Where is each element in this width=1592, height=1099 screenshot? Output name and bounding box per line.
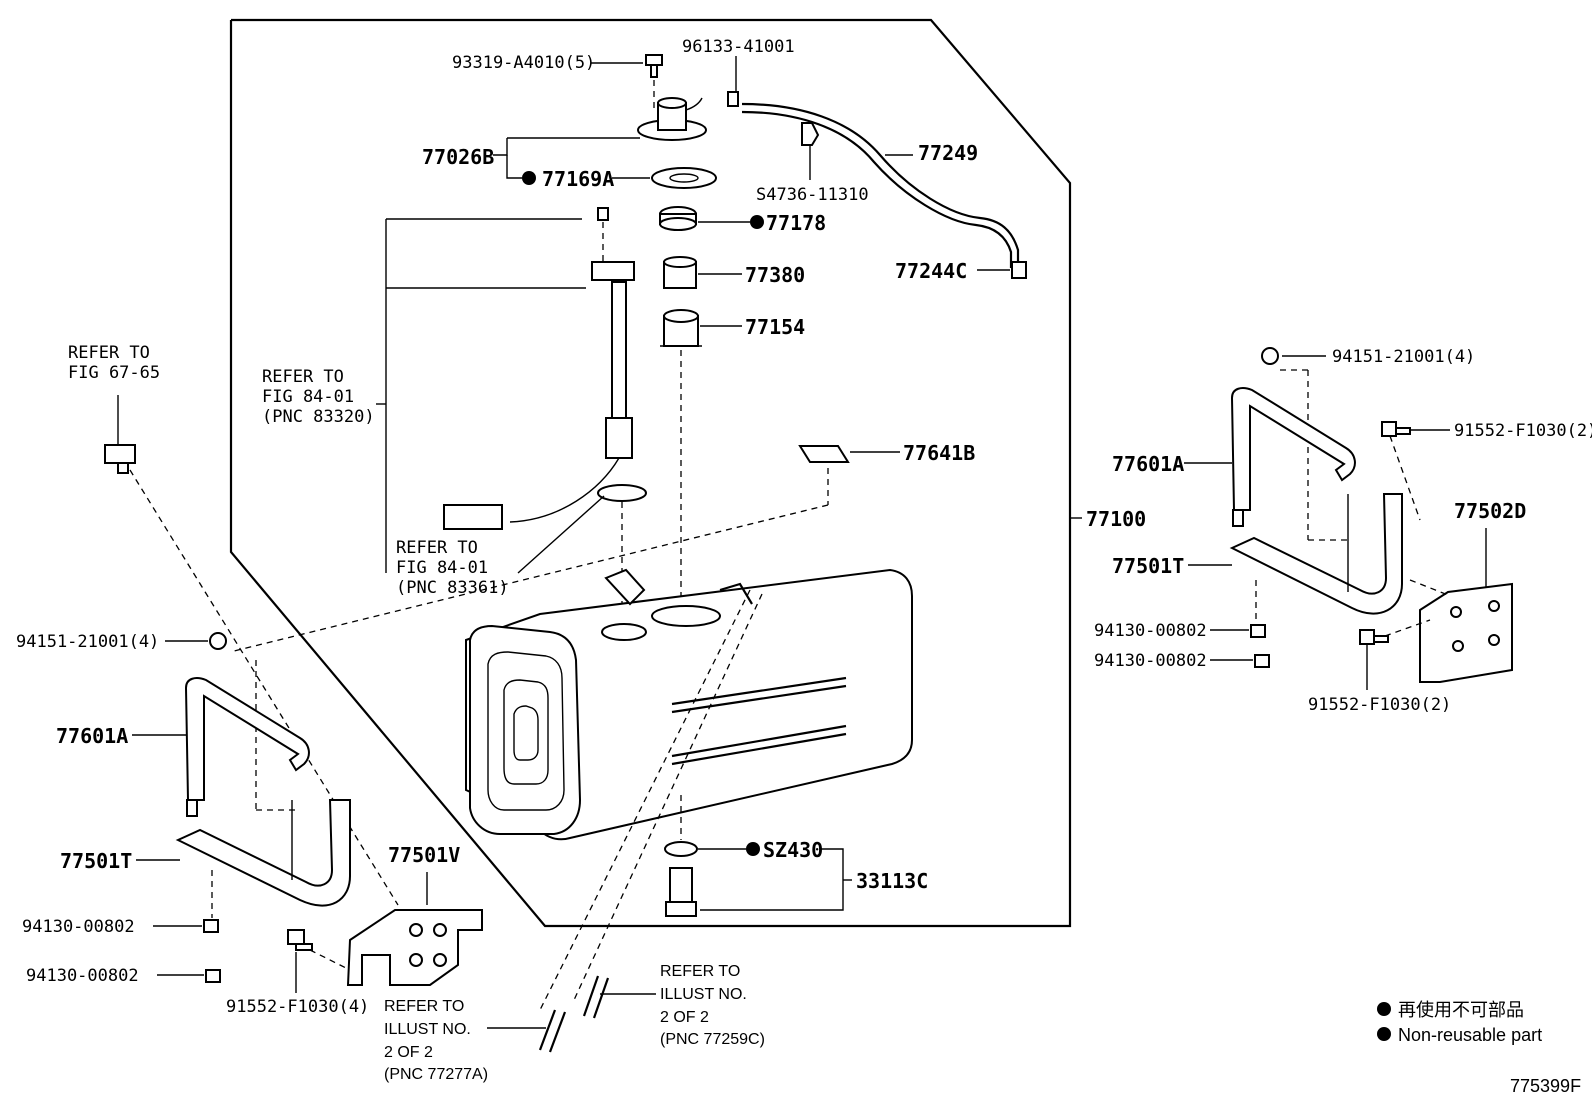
label-33113C: 33113C	[856, 869, 928, 893]
ref-fig8401-a-line1: REFER TO	[262, 367, 344, 387]
nut-94130-left-a-icon	[203, 919, 219, 933]
label-77178: 77178	[766, 211, 826, 235]
ref-fig8401-a-line2: FIG 84-01	[262, 387, 354, 407]
ref-fig6765-line1: REFER TO	[68, 343, 150, 363]
label-right-91552-bot: 91552-F1030(2)	[1308, 695, 1451, 715]
hose-hook-icon	[719, 582, 753, 605]
label-77100: 77100	[1086, 507, 1146, 531]
fuel-pump-cover-77026B-icon	[637, 97, 707, 141]
label-left-91552: 91552-F1030(4)	[226, 997, 369, 1017]
drain-plug-33113C-icon	[665, 867, 697, 917]
legend-line-1: 再使用不可部品	[1398, 1000, 1524, 1020]
label-right-91552-top: 91552-F1030(2)	[1454, 421, 1592, 441]
ref-fig8401-b: REFER TO FIG 84-01 (PNC 83361)	[396, 538, 509, 598]
ref-illust-77259C-line4: (PNC 77259C)	[660, 1031, 765, 1048]
seal-ring-77178-icon	[659, 206, 697, 231]
label-77641B: 77641B	[903, 441, 975, 465]
ref-illust-77259C-line1: REFER TO	[660, 963, 740, 980]
vent-hose-77249	[741, 102, 1020, 268]
ref-fig8401-b-line1: REFER TO	[396, 538, 478, 558]
legend-bullet-1-icon	[1377, 1002, 1391, 1016]
label-left-77501T: 77501T	[60, 849, 132, 873]
ref-illust-77259C: REFER TO ILLUST NO. 2 OF 2 (PNC 77259C)	[660, 963, 765, 1048]
label-right-94151: 94151-21001(4)	[1332, 347, 1475, 367]
fuel-pump-module-icon	[443, 207, 635, 530]
gasket-83361-icon	[597, 484, 647, 502]
label-right-94130-a: 94130-00802	[1094, 621, 1207, 641]
label-right-77501T: 77501T	[1112, 554, 1184, 578]
ref-illust-77277A-line2: ILLUST NO.	[384, 1021, 471, 1038]
figure-id: 775399F	[1510, 1076, 1581, 1096]
ref-fig8401-b-line2: FIG 84-01	[396, 558, 488, 578]
ref-fig6765-line2: FIG 67-65	[68, 363, 160, 383]
label-left-77601A: 77601A	[56, 724, 128, 748]
assembly-boundary	[229, 18, 1072, 928]
strap-77601A-left-icon	[184, 677, 310, 801]
label-96133: 96133-41001	[682, 37, 795, 57]
legend-line-2: Non-reusable part	[1398, 1025, 1542, 1045]
ref-illust-77277A-line1: REFER TO	[384, 998, 464, 1015]
sensor-icon	[104, 444, 136, 474]
label-77249: 77249	[918, 141, 978, 165]
label-77380: 77380	[745, 263, 805, 287]
ref-fig6765: REFER TO FIG 67-65	[68, 343, 160, 383]
label-77026B: 77026B	[422, 145, 494, 169]
ref-illust-77277A-line4: (PNC 77277A)	[384, 1066, 488, 1083]
ref-illust-77277A: REFER TO ILLUST NO. 2 OF 2 (PNC 77277A)	[384, 998, 488, 1083]
pad-77641B-icon	[798, 445, 850, 463]
label-right-77502D: 77502D	[1454, 499, 1526, 523]
label-77244C: 77244C	[895, 259, 967, 283]
bolt-91552-left-icon	[287, 929, 313, 951]
sender-gauge-77154-icon	[660, 309, 702, 347]
bolt-91552-right-top-icon	[1381, 421, 1411, 437]
ref-illust-77277A-line3: 2 OF 2	[384, 1044, 433, 1061]
label-93319: 93319-A4010(5)	[452, 53, 595, 73]
plate-77501V-icon	[346, 909, 483, 986]
legend-bullet-2-icon	[1377, 1027, 1391, 1041]
nut-94151-left-icon	[209, 632, 227, 650]
bracket-77501T-right-icon	[1229, 493, 1403, 615]
label-right-77601A: 77601A	[1112, 452, 1184, 476]
ref-fig8401-a-line3: (PNC 83320)	[262, 407, 375, 427]
label-77501V: 77501V	[388, 843, 460, 867]
fuel-tank-77100-icon	[465, 568, 913, 841]
clamp-S4736-icon	[801, 122, 820, 146]
label-77154: 77154	[745, 315, 805, 339]
plate-77502D-icon	[1419, 582, 1513, 683]
label-left-94130-b: 94130-00802	[26, 966, 139, 986]
gasket-77169A-icon	[651, 167, 717, 189]
label-left-94130-a: 94130-00802	[22, 917, 135, 937]
strap-77601A-right-icon	[1230, 387, 1356, 511]
nut-94130-right-b-icon	[1254, 654, 1270, 668]
nut-94130-right-a-icon	[1250, 624, 1266, 638]
clip-96133-icon	[727, 91, 739, 107]
label-left-94151: 94151-21001(4)	[16, 632, 159, 652]
bracket-77501T-left-icon	[175, 799, 351, 907]
nut-94130-left-b-icon	[205, 969, 221, 983]
cap-77380-icon	[663, 256, 697, 289]
label-SZ430: SZ430	[763, 838, 823, 862]
ref-illust-77259C-line2: ILLUST NO.	[660, 986, 747, 1003]
label-right-94130-b: 94130-00802	[1094, 651, 1207, 671]
label-77169A: 77169A	[542, 167, 614, 191]
ref-fig8401-b-line3: (PNC 83361)	[396, 578, 509, 598]
fitting-77244C-icon	[1011, 261, 1027, 279]
label-S4736: S4736-11310	[756, 185, 869, 205]
gasket-SZ430-icon	[664, 841, 698, 857]
ref-illust-77259C-line3: 2 OF 2	[660, 1009, 709, 1026]
ref-fig8401-a: REFER TO FIG 84-01 (PNC 83320)	[262, 367, 375, 427]
bolt-91552-right-bot-icon	[1359, 629, 1389, 645]
nut-94151-right-icon	[1261, 347, 1279, 365]
bolt-93319-icon	[645, 54, 663, 78]
